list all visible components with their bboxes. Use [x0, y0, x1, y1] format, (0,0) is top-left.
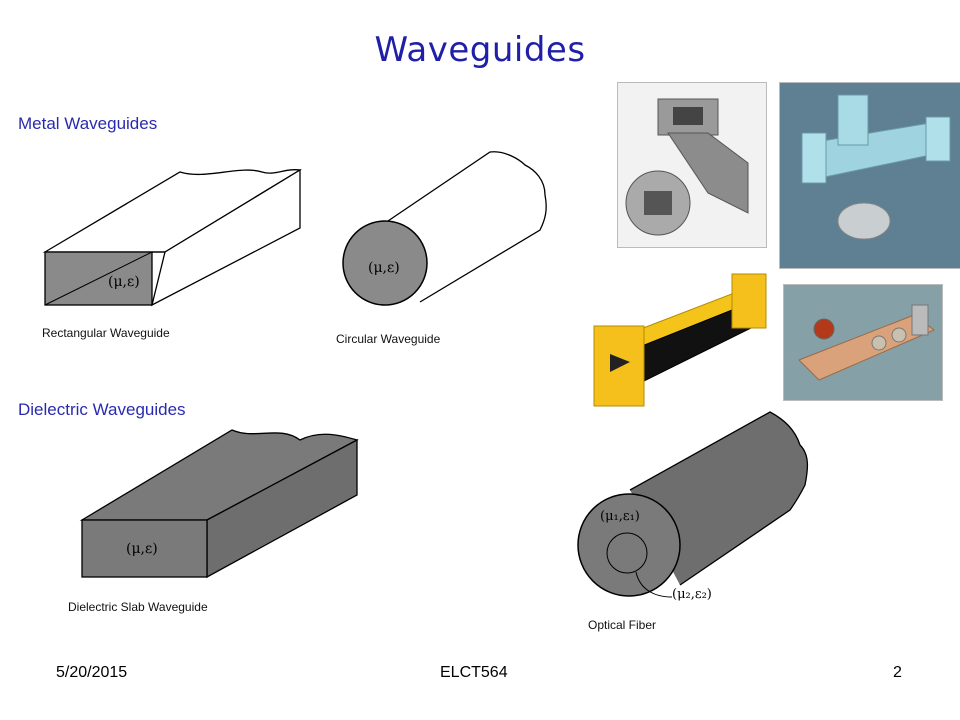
metal-waveguide-photo-copper [783, 284, 943, 401]
page-title: Waveguides [374, 30, 586, 70]
section-metal-waveguides: Metal Waveguides [18, 114, 158, 133]
slab-caption: Dielectric Slab Waveguide [68, 600, 208, 614]
fiber-core-params-label: (μ₁,ε₁) [600, 509, 640, 524]
metal-waveguide-photo-yellow [592, 270, 768, 412]
metal-waveguide-photo-gray [617, 82, 767, 248]
footer-course: ELCT564 [440, 664, 508, 681]
circular-end-face [342, 220, 428, 306]
rectangular-caption: Rectangular Waveguide [42, 326, 170, 340]
circular-caption: Circular Waveguide [336, 332, 441, 346]
fiber-core [606, 532, 648, 574]
slab-end-face [81, 519, 208, 578]
fiber-cladding [577, 493, 681, 597]
fiber-clad-params-label: (μ₂,ε₂) [672, 587, 712, 602]
fiber-caption: Optical Fiber [588, 618, 657, 632]
rectangular-params-label: (μ,ε) [108, 274, 140, 290]
footer-date: 5/20/2015 [56, 664, 128, 681]
slab-params-label: (μ,ε) [126, 541, 158, 557]
footer-page-number: 2 [893, 664, 902, 681]
circular-params-label: (μ,ε) [368, 260, 400, 276]
metal-waveguide-photo-tee [779, 82, 960, 269]
section-dielectric-waveguides: Dielectric Waveguides [18, 400, 186, 419]
